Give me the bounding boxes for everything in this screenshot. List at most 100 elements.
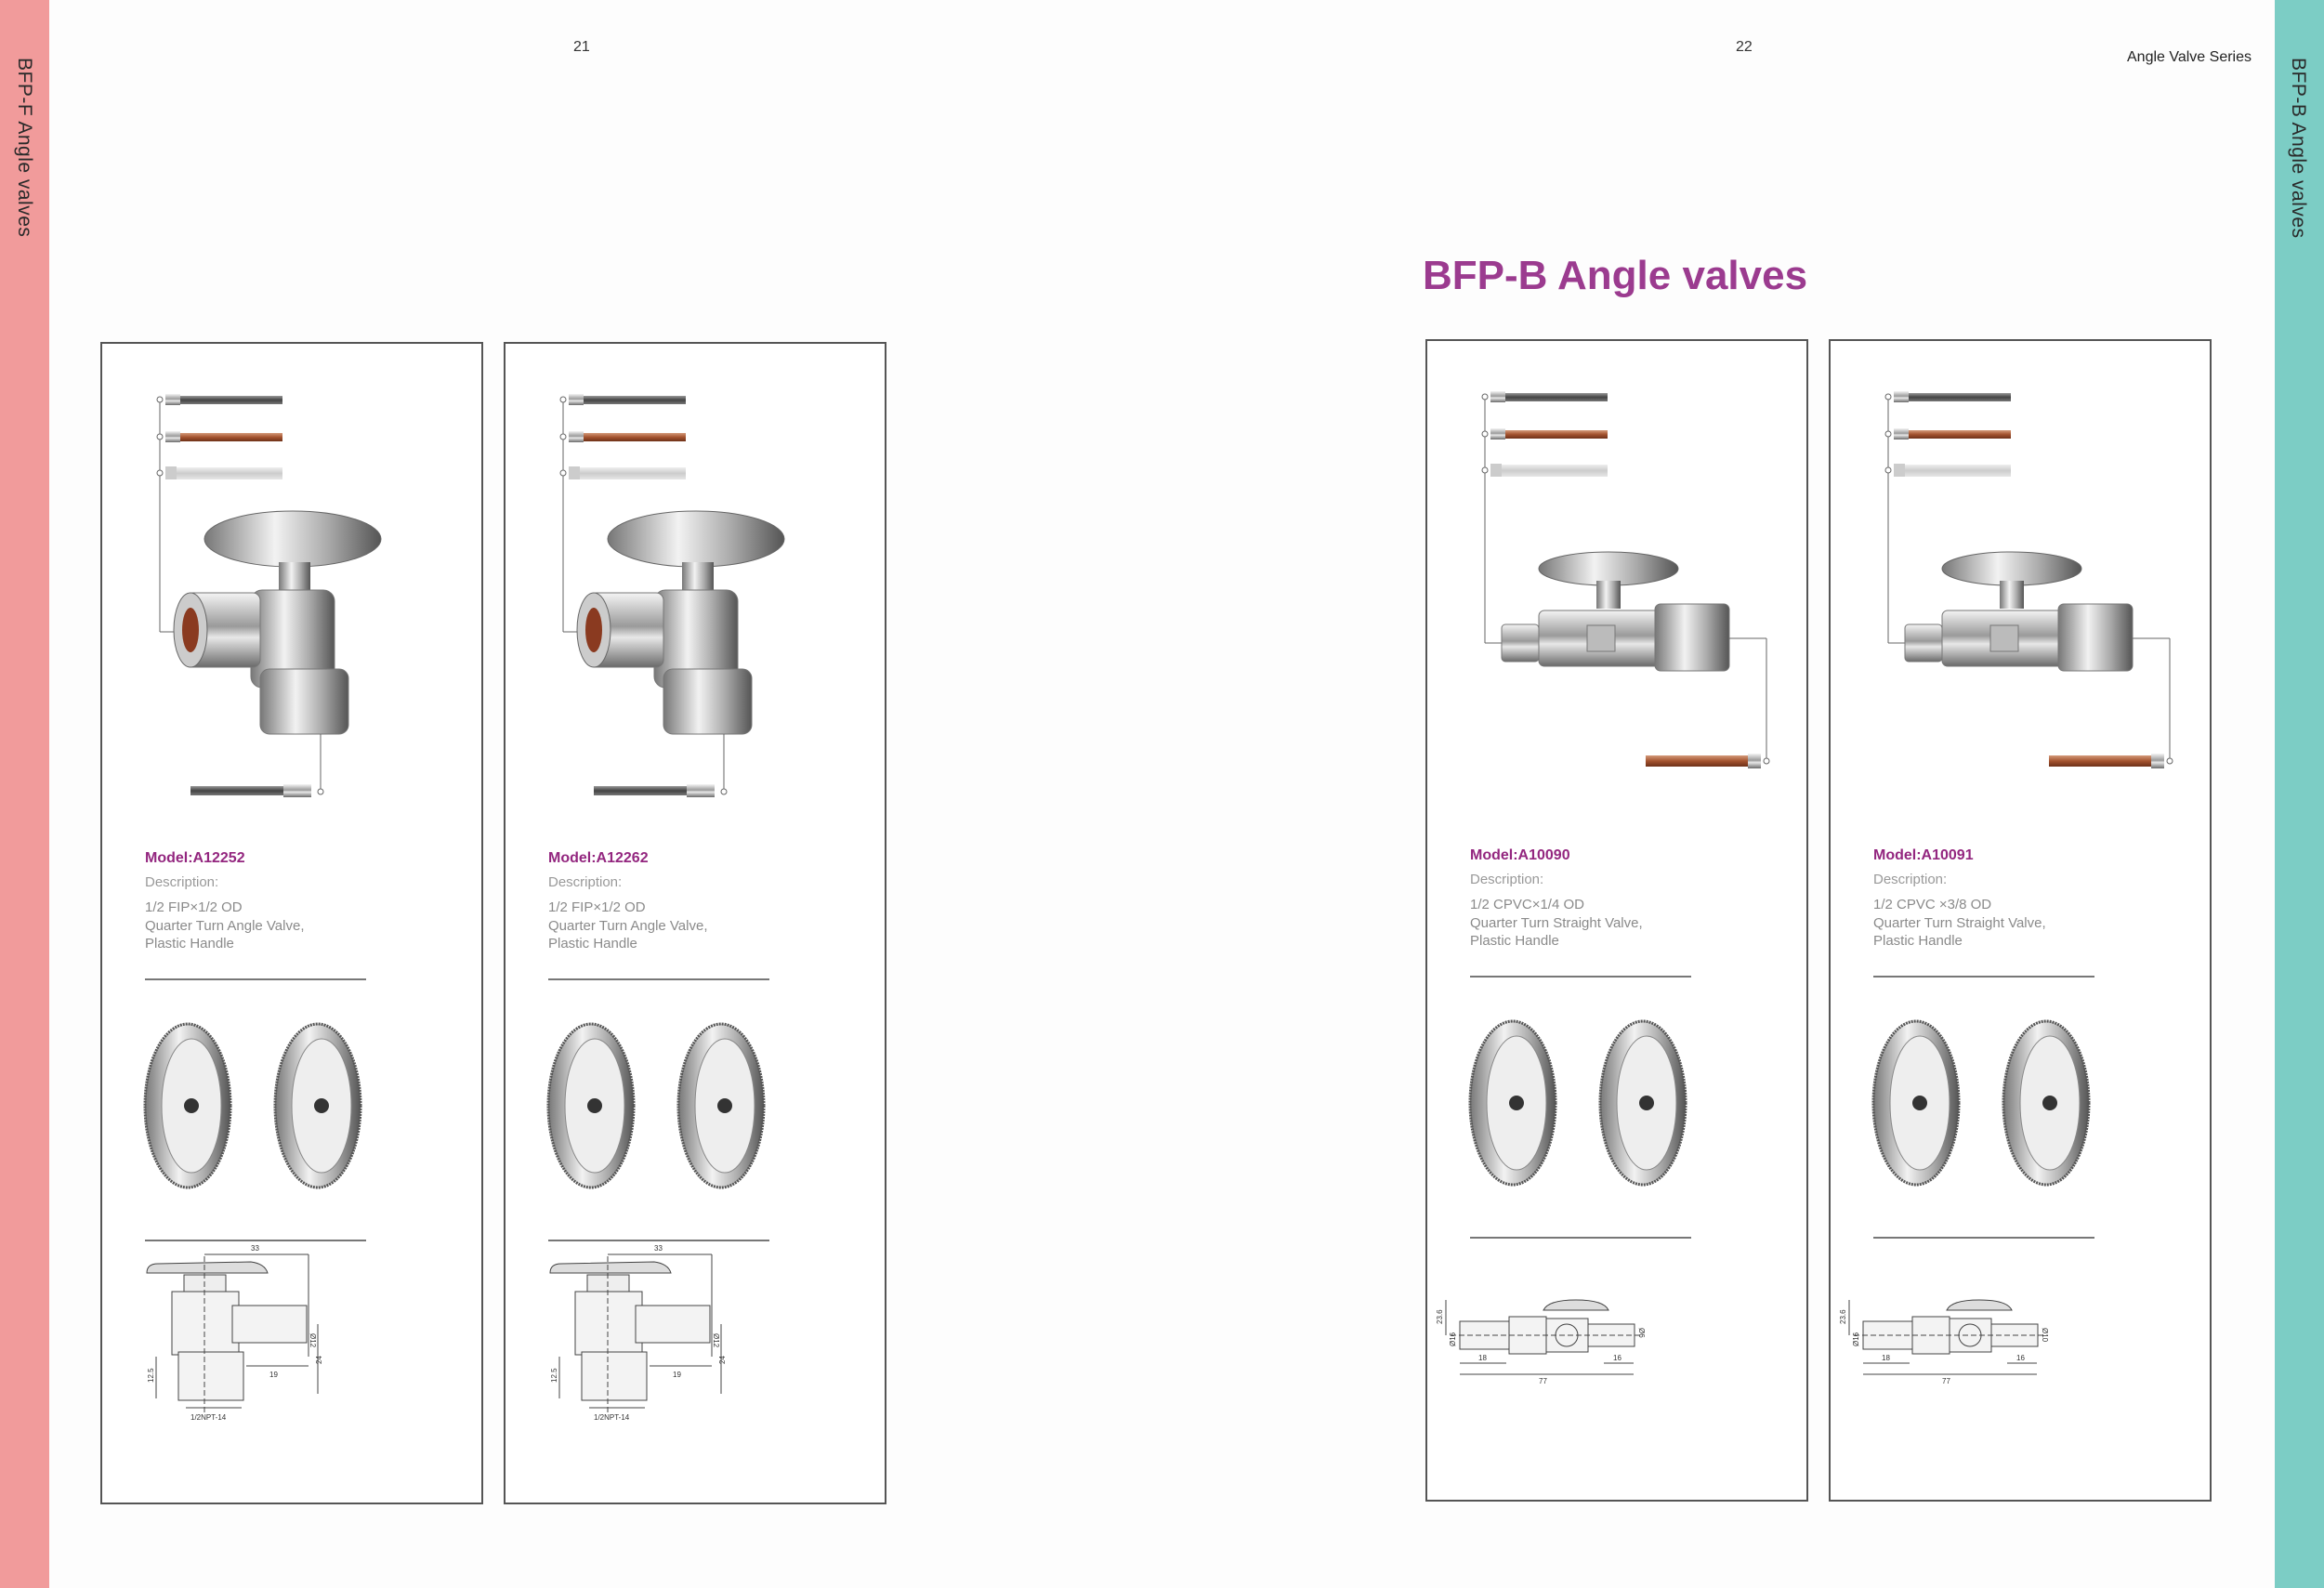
dim-right: 24 [718,1356,727,1364]
dimension-drawing [549,1253,722,1412]
dim-thread: 1/2NPT-14 [190,1413,227,1422]
dim-left: 18 [1882,1354,1890,1362]
dim-top: 33 [251,1244,259,1253]
divider [548,978,769,980]
description-label: Description: [145,874,219,890]
product-illustrations: 23.6 Ø16 Ø10 18 16 77 [1839,391,2173,1385]
product-card: 33 Ø12 24 19 12.5 1/2NPT-14 Model:A12262… [504,342,886,1504]
dim-diameter: Ø12 [712,1333,720,1348]
copper-pipe [1909,430,2011,439]
description-line: 1/2 CPVC ×3/8 OD [1873,897,1992,912]
product-illustrations: 33 Ø12 24 19 12.5 1/2NPT-14 [143,394,382,1422]
section-title: BFP-B Angle valves [1423,253,1808,298]
dim-bottom: 19 [269,1371,278,1379]
dimension-drawing [1445,1299,1641,1375]
dim-total: 77 [1942,1377,1950,1385]
model-number: Model:A10091 [1873,847,1974,863]
dim-thread: 1/2NPT-14 [594,1413,630,1422]
copper-pipe [180,433,282,441]
copper-pipe [1505,430,1608,439]
model-number: Model:A10090 [1470,847,1570,863]
handle-images [1468,1019,1687,1187]
description: 1/2 CPVC ×3/8 OD Quarter Turn Straight V… [1873,896,2046,951]
product-card: 23.6 Ø16 Ø10 18 16 77 Model:A10091 Descr… [1829,339,2212,1502]
divider [548,1240,769,1241]
dim-right: 16 [2016,1354,2025,1362]
product-card: 33 Ø12 24 19 12.5 1/2NPT-14 Model:A12252… [100,342,483,1504]
hose-options [559,394,686,632]
description-line: Quarter Turn Angle Valve, [548,917,708,934]
pex-pipe [177,467,282,479]
description-line: 1/2 FIP×1/2 OD [145,899,243,915]
dim-height: 23.6 [1839,1309,1847,1324]
dim-diameter-in: Ø16 [1449,1332,1457,1346]
divider [145,1240,366,1241]
page-number-right: 22 [1736,39,1753,55]
dim-bottom: 19 [673,1371,681,1379]
braided-hose [180,396,282,404]
product-illustrations: 23.6 Ø16 Ø6 18 16 77 [1436,391,1770,1385]
divider [1873,1237,2094,1239]
dim-left: 18 [1478,1354,1487,1362]
left-side-label: BFP-F Angle valves [14,58,35,238]
description-line: Quarter Turn Straight Valve, [1873,914,2046,931]
angle-valve-image [563,510,785,797]
description-line: Quarter Turn Angle Valve, [145,917,305,934]
dimension-drawing [146,1253,319,1412]
left-color-stripe [0,0,49,1588]
description: 1/2 FIP×1/2 OD Quarter Turn Angle Valve,… [145,899,304,953]
dim-right: 16 [1613,1354,1622,1362]
dimension-drawing [1848,1299,2044,1375]
dim-total: 77 [1539,1377,1547,1385]
dim-height: 23.6 [1436,1309,1444,1324]
dim-diameter-out: Ø10 [2041,1328,2049,1343]
description-line: 1/2 CPVC×1/4 OD [1470,897,1584,912]
model-number: Model:A12262 [548,850,649,866]
pex-pipe [580,467,686,479]
braided-hose [1505,393,1608,401]
right-color-stripe [2275,0,2324,1588]
product-illustrations: 33 Ø12 24 19 12.5 1/2NPT-14 [546,394,785,1422]
divider [1470,1237,1691,1239]
braided-hose [584,396,686,404]
dim-diameter: Ø12 [309,1333,317,1348]
dim-top: 33 [654,1244,663,1253]
description-line: Quarter Turn Straight Valve, [1470,914,1643,931]
description: 1/2 CPVC×1/4 OD Quarter Turn Straight Va… [1470,896,1643,951]
divider [1873,976,2094,978]
copper-pipe [584,433,686,441]
dim-right: 24 [315,1356,323,1364]
dim-diameter-in: Ø16 [1852,1332,1860,1346]
straight-valve-image [1484,551,1770,768]
description-label: Description: [1470,872,1544,887]
right-side-label: BFP-B Angle valves [2288,58,2309,239]
description-line: Plastic Handle [548,936,637,951]
hose-options [1481,391,1608,629]
series-header: Angle Valve Series [2127,49,2252,65]
model-number: Model:A12252 [145,850,245,866]
page-number-left: 21 [573,39,590,55]
description-line: 1/2 FIP×1/2 OD [548,899,646,915]
pex-pipe [1502,465,1608,477]
description: 1/2 FIP×1/2 OD Quarter Turn Angle Valve,… [548,899,707,953]
description-line: Plastic Handle [1873,933,1963,949]
handle-images [546,1022,766,1189]
description-line: Plastic Handle [145,936,234,951]
dim-left: 12.5 [147,1368,155,1383]
pex-pipe [1905,465,2011,477]
divider [1470,976,1691,978]
description-label: Description: [548,874,623,890]
hose-options [156,394,282,632]
handle-images [143,1022,362,1189]
hose-options [1884,391,2011,629]
braided-hose [1909,393,2011,401]
product-card: 23.6 Ø16 Ø6 18 16 77 Model:A10090 Descri… [1425,339,1808,1502]
description-label: Description: [1873,872,1948,887]
handle-images [1871,1019,2091,1187]
divider [145,978,366,980]
straight-valve-image [1887,551,2173,768]
dim-diameter-out: Ø6 [1637,1328,1646,1338]
angle-valve-image [160,510,382,797]
dim-left: 12.5 [550,1368,558,1383]
description-line: Plastic Handle [1470,933,1559,949]
